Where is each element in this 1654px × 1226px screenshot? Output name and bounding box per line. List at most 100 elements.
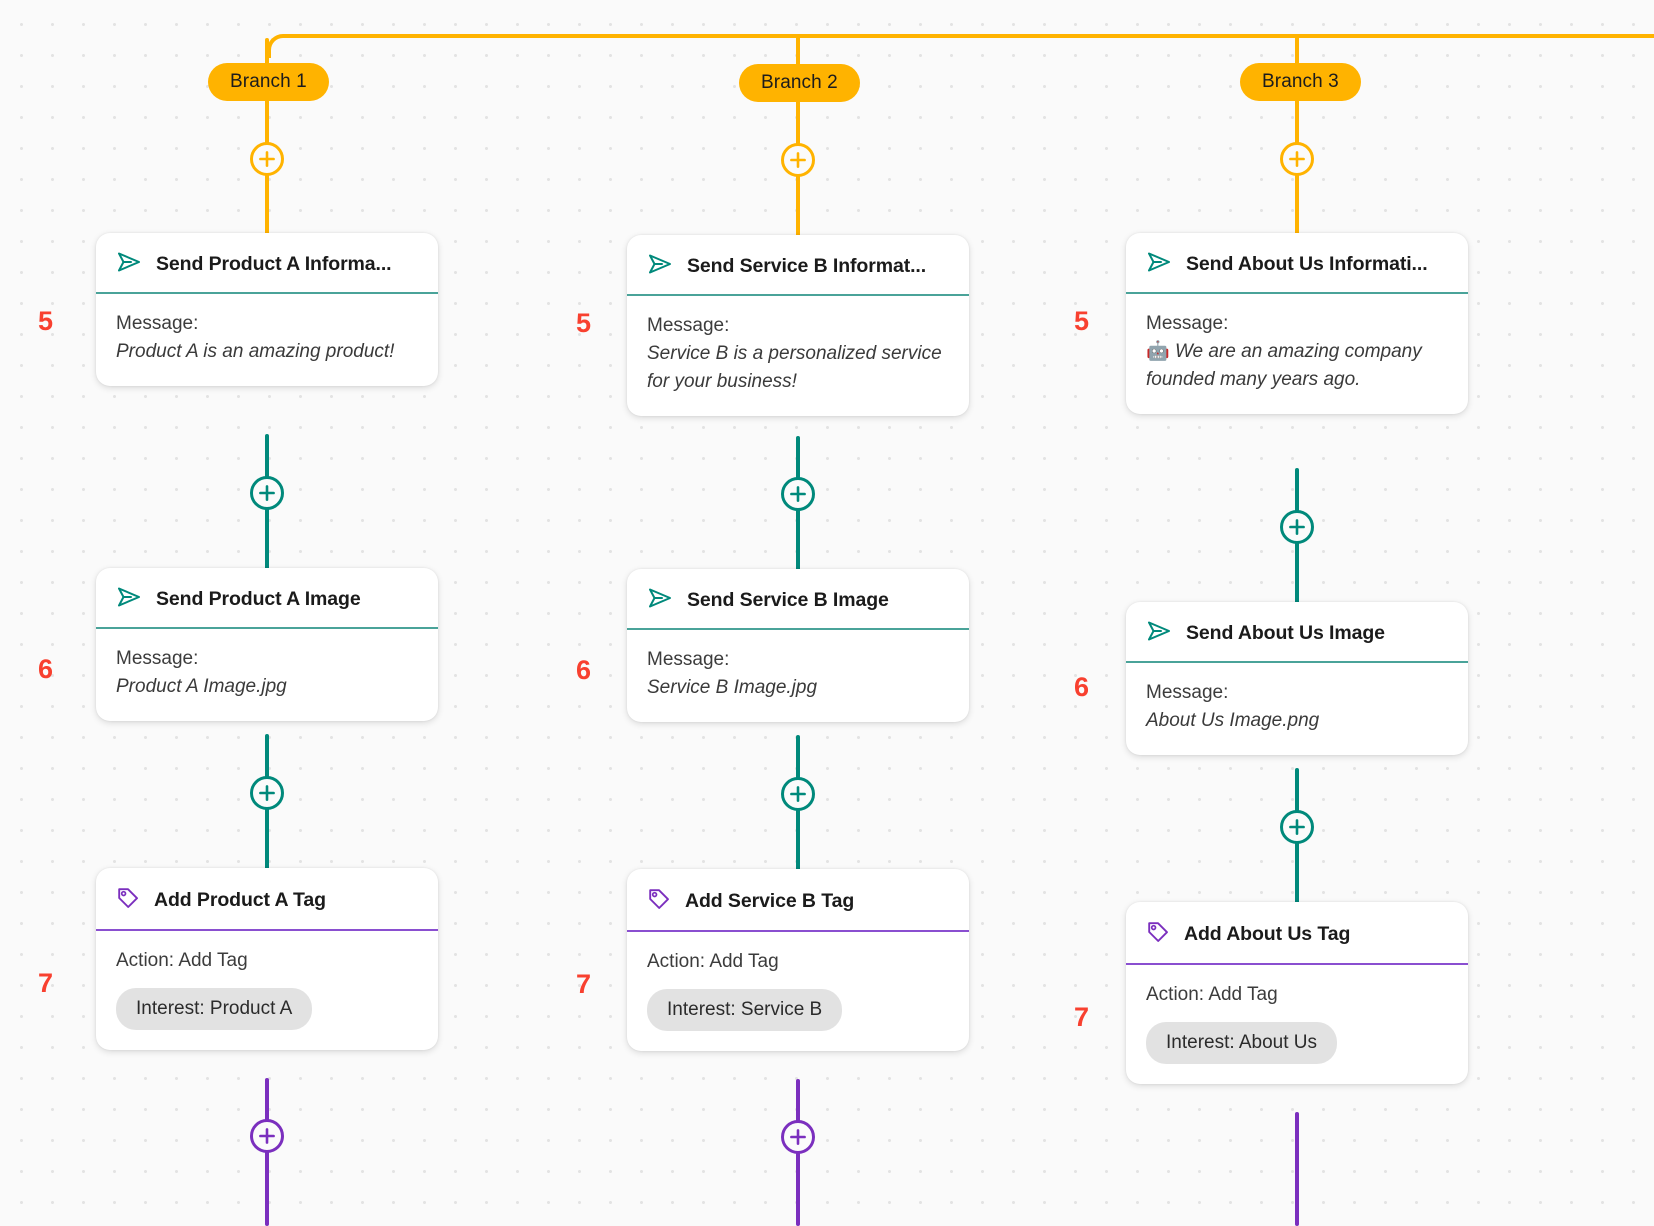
node-card-b3-2-divider bbox=[1126, 963, 1468, 965]
node-field-label: Message: bbox=[1146, 312, 1229, 334]
node-message-text: We are an amazing company founded many y… bbox=[1146, 341, 1422, 391]
add-node-button-b2-1[interactable] bbox=[781, 477, 815, 511]
node-card-b2-0[interactable]: Send Service B Informat... Message: Serv… bbox=[627, 235, 969, 417]
node-card-b2-1-header: Send Service B Image bbox=[627, 569, 969, 628]
tag-value-pill[interactable]: Interest: Product A bbox=[116, 988, 313, 1031]
branch-pill-3[interactable]: Branch 3 bbox=[1240, 63, 1361, 101]
step-number-b3-7: 7 bbox=[1074, 1002, 1090, 1032]
branch-pill-2[interactable]: Branch 2 bbox=[739, 64, 860, 102]
node-card-b1-0-body: Message: Product A is an amazing product… bbox=[96, 294, 438, 387]
node-field-label: Action: Add Tag bbox=[647, 950, 779, 972]
branch3-connector-3 bbox=[1295, 1112, 1299, 1226]
step-number-b2-5: 5 bbox=[576, 308, 592, 338]
node-card-b2-2-divider bbox=[627, 930, 969, 932]
add-node-button-b1-3[interactable] bbox=[250, 1119, 284, 1153]
node-card-b1-2-body: Action: Add Tag Interest: Product A bbox=[96, 931, 438, 1051]
node-card-b2-0-divider bbox=[627, 294, 969, 296]
add-node-button-branch3-top[interactable] bbox=[1280, 142, 1314, 176]
add-node-button-b3-1[interactable] bbox=[1280, 510, 1314, 544]
add-node-button-branch2-top[interactable] bbox=[781, 143, 815, 177]
add-node-button-b1-1[interactable] bbox=[250, 476, 284, 510]
step-number-b1-5: 5 bbox=[38, 306, 54, 336]
node-card-b1-0-divider bbox=[96, 292, 438, 294]
send-message-icon bbox=[1146, 251, 1172, 278]
node-card-b2-1-body: Message: Service B Image.jpg bbox=[627, 630, 969, 723]
node-message-value: Service B Image.jpg bbox=[647, 677, 818, 699]
node-card-b3-1-divider bbox=[1126, 661, 1468, 663]
node-field-label: Action: Add Tag bbox=[116, 949, 248, 971]
node-card-b1-1-divider bbox=[96, 627, 438, 629]
node-field-label: Action: Add Tag bbox=[1146, 983, 1278, 1005]
node-card-b3-2-body: Action: Add Tag Interest: About Us bbox=[1126, 965, 1468, 1085]
add-node-button-branch1-top[interactable] bbox=[250, 142, 284, 176]
node-card-b3-0-body: Message: 🤖 We are an amazing company fou… bbox=[1126, 294, 1468, 415]
add-node-button-b2-2[interactable] bbox=[781, 777, 815, 811]
node-field-label: Message: bbox=[116, 312, 199, 334]
node-card-b2-1-divider bbox=[627, 628, 969, 630]
send-message-icon bbox=[116, 586, 142, 613]
node-card-b1-1[interactable]: Send Product A Image Message: Product A … bbox=[96, 568, 438, 722]
add-node-button-b2-3[interactable] bbox=[781, 1120, 815, 1154]
node-card-b2-1[interactable]: Send Service B Image Message: Service B … bbox=[627, 569, 969, 723]
node-card-b3-0-divider bbox=[1126, 292, 1468, 294]
node-field-label: Message: bbox=[1146, 681, 1229, 703]
robot-emoji: 🤖 bbox=[1146, 341, 1170, 363]
step-number-b3-5: 5 bbox=[1074, 306, 1090, 336]
add-node-button-b1-2[interactable] bbox=[250, 776, 284, 810]
node-card-b3-1[interactable]: Send About Us Image Message: About Us Im… bbox=[1126, 602, 1468, 756]
node-card-b3-1-header: Send About Us Image bbox=[1126, 602, 1468, 661]
node-card-b1-0[interactable]: Send Product A Informa... Message: Produ… bbox=[96, 233, 438, 387]
node-card-b1-2-divider bbox=[96, 929, 438, 931]
node-card-b1-0-header: Send Product A Informa... bbox=[96, 233, 438, 292]
node-field-label: Message: bbox=[647, 648, 730, 670]
node-card-b1-2-title: Add Product A Tag bbox=[154, 889, 326, 911]
step-number-b1-7: 7 bbox=[38, 968, 54, 998]
branch-pill-2-label: Branch 2 bbox=[761, 72, 838, 93]
node-card-b2-2[interactable]: Add Service B Tag Action: Add Tag Intere… bbox=[627, 869, 969, 1052]
node-card-b3-1-title: Send About Us Image bbox=[1186, 622, 1385, 644]
tag-icon bbox=[116, 886, 140, 915]
node-card-b1-1-title: Send Product A Image bbox=[156, 588, 361, 610]
node-card-b2-2-title: Add Service B Tag bbox=[685, 890, 855, 912]
send-message-icon bbox=[116, 251, 142, 278]
tag-icon bbox=[1146, 920, 1170, 949]
step-number-b2-6: 6 bbox=[576, 655, 592, 685]
node-field-label: Message: bbox=[647, 314, 730, 336]
node-card-b2-0-header: Send Service B Informat... bbox=[627, 235, 969, 294]
tag-value-pill[interactable]: Interest: About Us bbox=[1146, 1022, 1338, 1065]
node-message-value: 🤖 We are an amazing company founded many… bbox=[1146, 338, 1448, 394]
node-card-b2-2-body: Action: Add Tag Interest: Service B bbox=[627, 932, 969, 1052]
node-card-b1-2-header: Add Product A Tag bbox=[96, 868, 438, 929]
add-node-button-b3-2[interactable] bbox=[1280, 810, 1314, 844]
branch-pill-1[interactable]: Branch 1 bbox=[208, 63, 329, 101]
trunk-corner bbox=[267, 34, 291, 58]
node-message-value: Product A Image.jpg bbox=[116, 676, 287, 698]
node-message-value: Product A is an amazing product! bbox=[116, 341, 395, 363]
node-card-b1-1-body: Message: Product A Image.jpg bbox=[96, 629, 438, 722]
node-card-b3-2-header: Add About Us Tag bbox=[1126, 902, 1468, 963]
node-card-b3-2[interactable]: Add About Us Tag Action: Add Tag Interes… bbox=[1126, 902, 1468, 1085]
node-card-b3-0-title: Send About Us Informati... bbox=[1186, 253, 1428, 275]
send-message-icon bbox=[1146, 620, 1172, 647]
send-message-icon bbox=[647, 587, 673, 614]
node-message-value: About Us Image.png bbox=[1146, 710, 1320, 732]
node-card-b3-0[interactable]: Send About Us Informati... Message: 🤖 We… bbox=[1126, 233, 1468, 415]
branch-pill-3-label: Branch 3 bbox=[1262, 71, 1339, 92]
tag-icon bbox=[647, 887, 671, 916]
node-card-b2-0-title: Send Service B Informat... bbox=[687, 255, 927, 277]
tag-value-pill[interactable]: Interest: Service B bbox=[647, 989, 843, 1032]
node-card-b1-2[interactable]: Add Product A Tag Action: Add Tag Intere… bbox=[96, 868, 438, 1051]
node-card-b1-0-title: Send Product A Informa... bbox=[156, 253, 392, 275]
node-card-b3-2-title: Add About Us Tag bbox=[1184, 923, 1351, 945]
trunk-horizontal-line bbox=[285, 34, 1654, 38]
node-card-b3-0-header: Send About Us Informati... bbox=[1126, 233, 1468, 292]
node-field-label: Message: bbox=[116, 647, 199, 669]
node-message-value: Service B is a personalized service for … bbox=[647, 343, 942, 393]
node-card-b2-2-header: Add Service B Tag bbox=[627, 869, 969, 930]
step-number-b2-7: 7 bbox=[576, 969, 592, 999]
node-card-b2-1-title: Send Service B Image bbox=[687, 589, 889, 611]
step-number-b3-6: 6 bbox=[1074, 672, 1090, 702]
branch-pill-1-label: Branch 1 bbox=[230, 71, 307, 92]
node-card-b2-0-body: Message: Service B is a personalized ser… bbox=[627, 296, 969, 417]
